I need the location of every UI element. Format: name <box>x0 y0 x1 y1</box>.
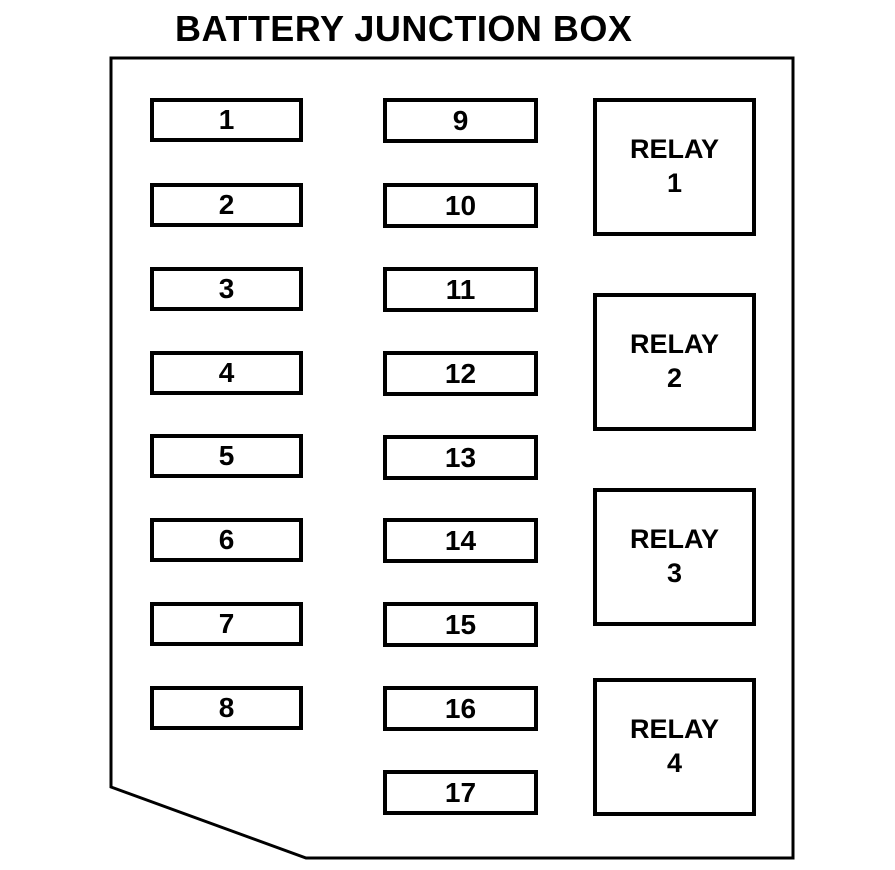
fuse-8: 8 <box>150 686 303 730</box>
relay-1-label: RELAY <box>629 134 720 165</box>
fuse-3: 3 <box>150 267 303 311</box>
relay-4-number: 4 <box>666 748 683 778</box>
fuse-13-label: 13 <box>444 441 477 473</box>
fuse-16-label: 16 <box>444 692 477 724</box>
fuse-11-label: 11 <box>445 273 476 305</box>
fuse-10-label: 10 <box>444 189 477 221</box>
fuse-4: 4 <box>150 351 303 395</box>
fuse-17-label: 17 <box>444 776 477 808</box>
fuse-1: 1 <box>150 98 303 142</box>
fuse-15: 15 <box>383 602 538 647</box>
fuse-10: 10 <box>383 183 538 228</box>
fuse-3-label: 3 <box>218 273 235 304</box>
fuse-6-label: 6 <box>218 524 235 555</box>
fuse-16: 16 <box>383 686 538 731</box>
fuse-17: 17 <box>383 770 538 815</box>
fuse-11: 11 <box>383 267 538 312</box>
fuse-5-label: 5 <box>218 440 235 471</box>
relay-4-label: RELAY <box>629 714 720 745</box>
relay-2-label: RELAY <box>629 329 720 360</box>
fuse-4-label: 4 <box>218 357 235 388</box>
relay-1: RELAY 1 <box>593 98 756 236</box>
fuse-9-label: 9 <box>452 104 469 136</box>
fuse-1-label: 1 <box>218 104 235 135</box>
relay-2-number: 2 <box>666 363 683 393</box>
fuse-15-label: 15 <box>444 608 477 640</box>
fuse-9: 9 <box>383 98 538 143</box>
fuse-5: 5 <box>150 434 303 478</box>
junction-box-outline-shape <box>109 56 795 860</box>
fuse-12: 12 <box>383 351 538 396</box>
relay-3: RELAY 3 <box>593 488 756 626</box>
diagram-title: BATTERY JUNCTION BOX <box>175 8 633 49</box>
fuse-2-label: 2 <box>218 189 235 220</box>
fuse-6: 6 <box>150 518 303 562</box>
fuse-14: 14 <box>383 518 538 563</box>
relay-3-label: RELAY <box>629 524 720 555</box>
fuse-7-label: 7 <box>218 608 235 639</box>
relay-2: RELAY 2 <box>593 293 756 431</box>
fuse-12-label: 12 <box>444 357 477 389</box>
relay-4: RELAY 4 <box>593 678 756 816</box>
relay-3-number: 3 <box>666 558 683 588</box>
fuse-14-label: 14 <box>444 524 477 556</box>
fuse-13: 13 <box>383 435 538 480</box>
fuse-7: 7 <box>150 602 303 646</box>
relay-1-number: 1 <box>666 168 683 198</box>
fuse-2: 2 <box>150 183 303 227</box>
fuse-8-label: 8 <box>218 692 235 723</box>
